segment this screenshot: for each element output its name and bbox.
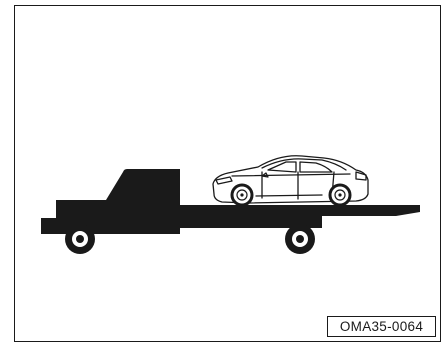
figure-code-label: OMA35-0064	[327, 316, 436, 337]
truck-cab	[56, 169, 180, 234]
truck-bumper	[41, 218, 59, 234]
